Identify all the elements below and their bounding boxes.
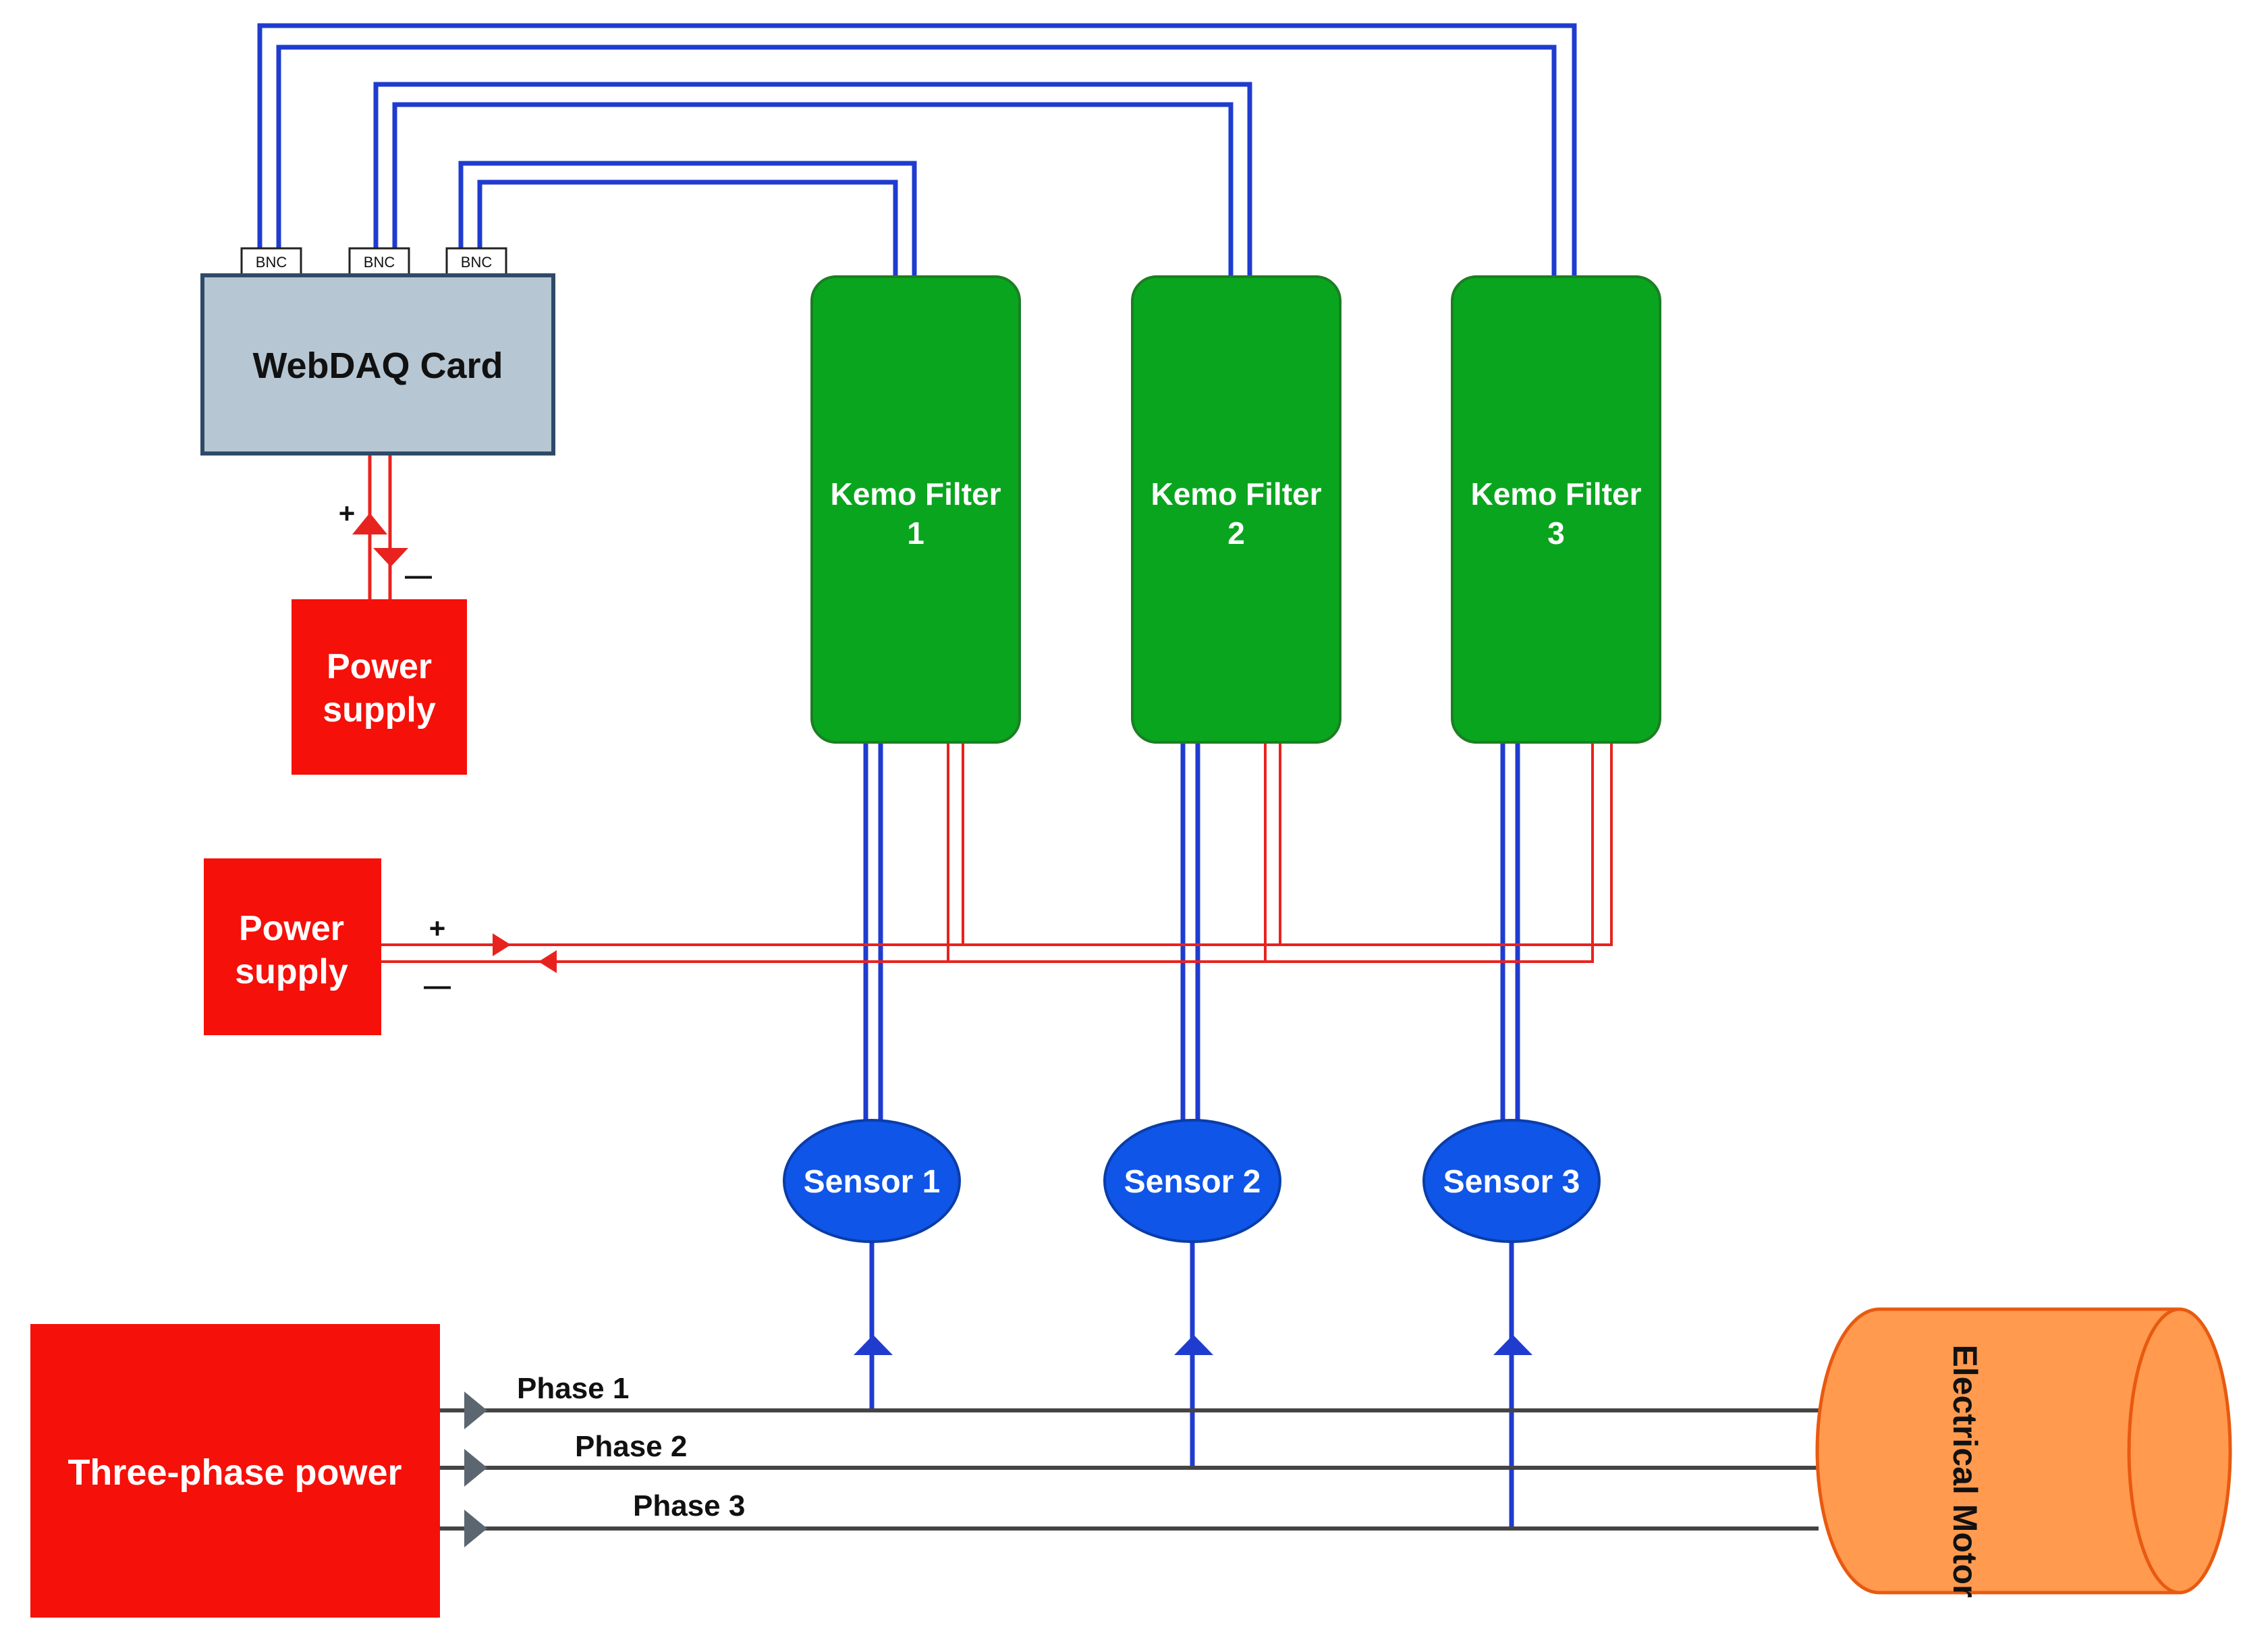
phase-lines: [440, 1408, 1819, 1531]
kemo-filter-3-number: 3: [1547, 516, 1565, 551]
bnc-connector-3[interactable]: [445, 247, 507, 277]
kemo-filter-3[interactable]: Kemo Filter 3: [1451, 275, 1661, 744]
wire-filter2-inner: [392, 102, 1234, 275]
phase-arrow-icon-3: [464, 1510, 487, 1547]
bnc-connectors: BNC BNC BNC: [240, 247, 507, 277]
kemo-filter-2-number: 2: [1227, 516, 1245, 551]
kemo-filter-1[interactable]: Kemo Filter 1: [810, 275, 1021, 744]
wire-filter1-inner: [477, 180, 898, 275]
sensor-2-label: Sensor 2: [1124, 1164, 1261, 1200]
power-supply-mid-line2: supply: [235, 952, 348, 991]
power-supply-top-line1: Power: [327, 647, 432, 686]
webdaq-card-title: WebDAQ Card: [252, 346, 503, 386]
kemo-filter-1-number: 1: [907, 516, 924, 551]
arrow-down-icon: [373, 548, 408, 567]
three-phase-power[interactable]: Three-phase power: [30, 1324, 440, 1618]
wire-filter2-outer: [373, 82, 1252, 275]
bnc-connector-2[interactable]: [348, 247, 410, 277]
phase-2-label: Phase 2: [575, 1430, 687, 1463]
sensor-1-label: Sensor 1: [804, 1164, 941, 1200]
phase-3-label: Phase 3: [633, 1489, 745, 1522]
phase-arrow-icon-1: [464, 1392, 487, 1429]
wire-filter3-outer: [257, 23, 1577, 275]
power-supply-top[interactable]: Power supply: [292, 599, 467, 775]
sensor-uplinks: [869, 1242, 1514, 1529]
plus-sign-top: +: [339, 497, 356, 529]
bnc-label-1: BNC: [256, 254, 287, 271]
electrical-motor-label: Electrical Motor: [1946, 1344, 1984, 1597]
power-supply-mid[interactable]: Power supply: [204, 858, 381, 1035]
power-supply-top-line2: supply: [323, 690, 436, 729]
bnc-to-filter-wires: [257, 23, 1577, 275]
three-phase-power-label: Three-phase power: [67, 1452, 402, 1493]
filter-to-sensor-wires: [863, 742, 1520, 1124]
sensor-arrow-icon-2: [1174, 1335, 1213, 1355]
kemo-filter-1-title: Kemo Filter: [830, 476, 1001, 512]
sensor-2[interactable]: Sensor 2: [1103, 1119, 1281, 1243]
plus-sign-mid: +: [429, 912, 446, 944]
phase-arrow-icon-2: [464, 1449, 487, 1487]
wire-filter1-outer: [458, 161, 917, 275]
sensor-arrow-icon-3: [1493, 1335, 1532, 1355]
kemo-filter-3-title: Kemo Filter: [1470, 476, 1641, 512]
electrical-motor[interactable]: Electrical Motor: [1815, 1307, 2232, 1598]
webdaq-card[interactable]: WebDAQ Card: [200, 273, 555, 456]
kemo-filter-2-title: Kemo Filter: [1151, 476, 1321, 512]
bnc-label-2: BNC: [364, 254, 395, 271]
bnc-label-3: BNC: [461, 254, 493, 271]
arrow-up-icon: [352, 513, 387, 534]
sensor-3-label: Sensor 3: [1443, 1164, 1580, 1200]
bnc-connector-1[interactable]: [240, 247, 302, 277]
filter-power-bus: [381, 742, 1613, 963]
phase-1-label: Phase 1: [517, 1372, 629, 1405]
sensor-3[interactable]: Sensor 3: [1422, 1119, 1601, 1243]
power-supply-mid-line1: Power: [239, 909, 344, 948]
minus-sign-mid: —: [424, 971, 451, 1001]
arrow-right-icon: [493, 933, 511, 956]
minus-sign-top: —: [405, 561, 432, 590]
arrow-left-icon: [538, 950, 557, 973]
sensor-arrow-icon-1: [854, 1335, 893, 1355]
kemo-filter-2[interactable]: Kemo Filter 2: [1131, 275, 1341, 744]
sensor-1[interactable]: Sensor 1: [783, 1119, 961, 1243]
wire-filter3-inner: [276, 45, 1557, 275]
